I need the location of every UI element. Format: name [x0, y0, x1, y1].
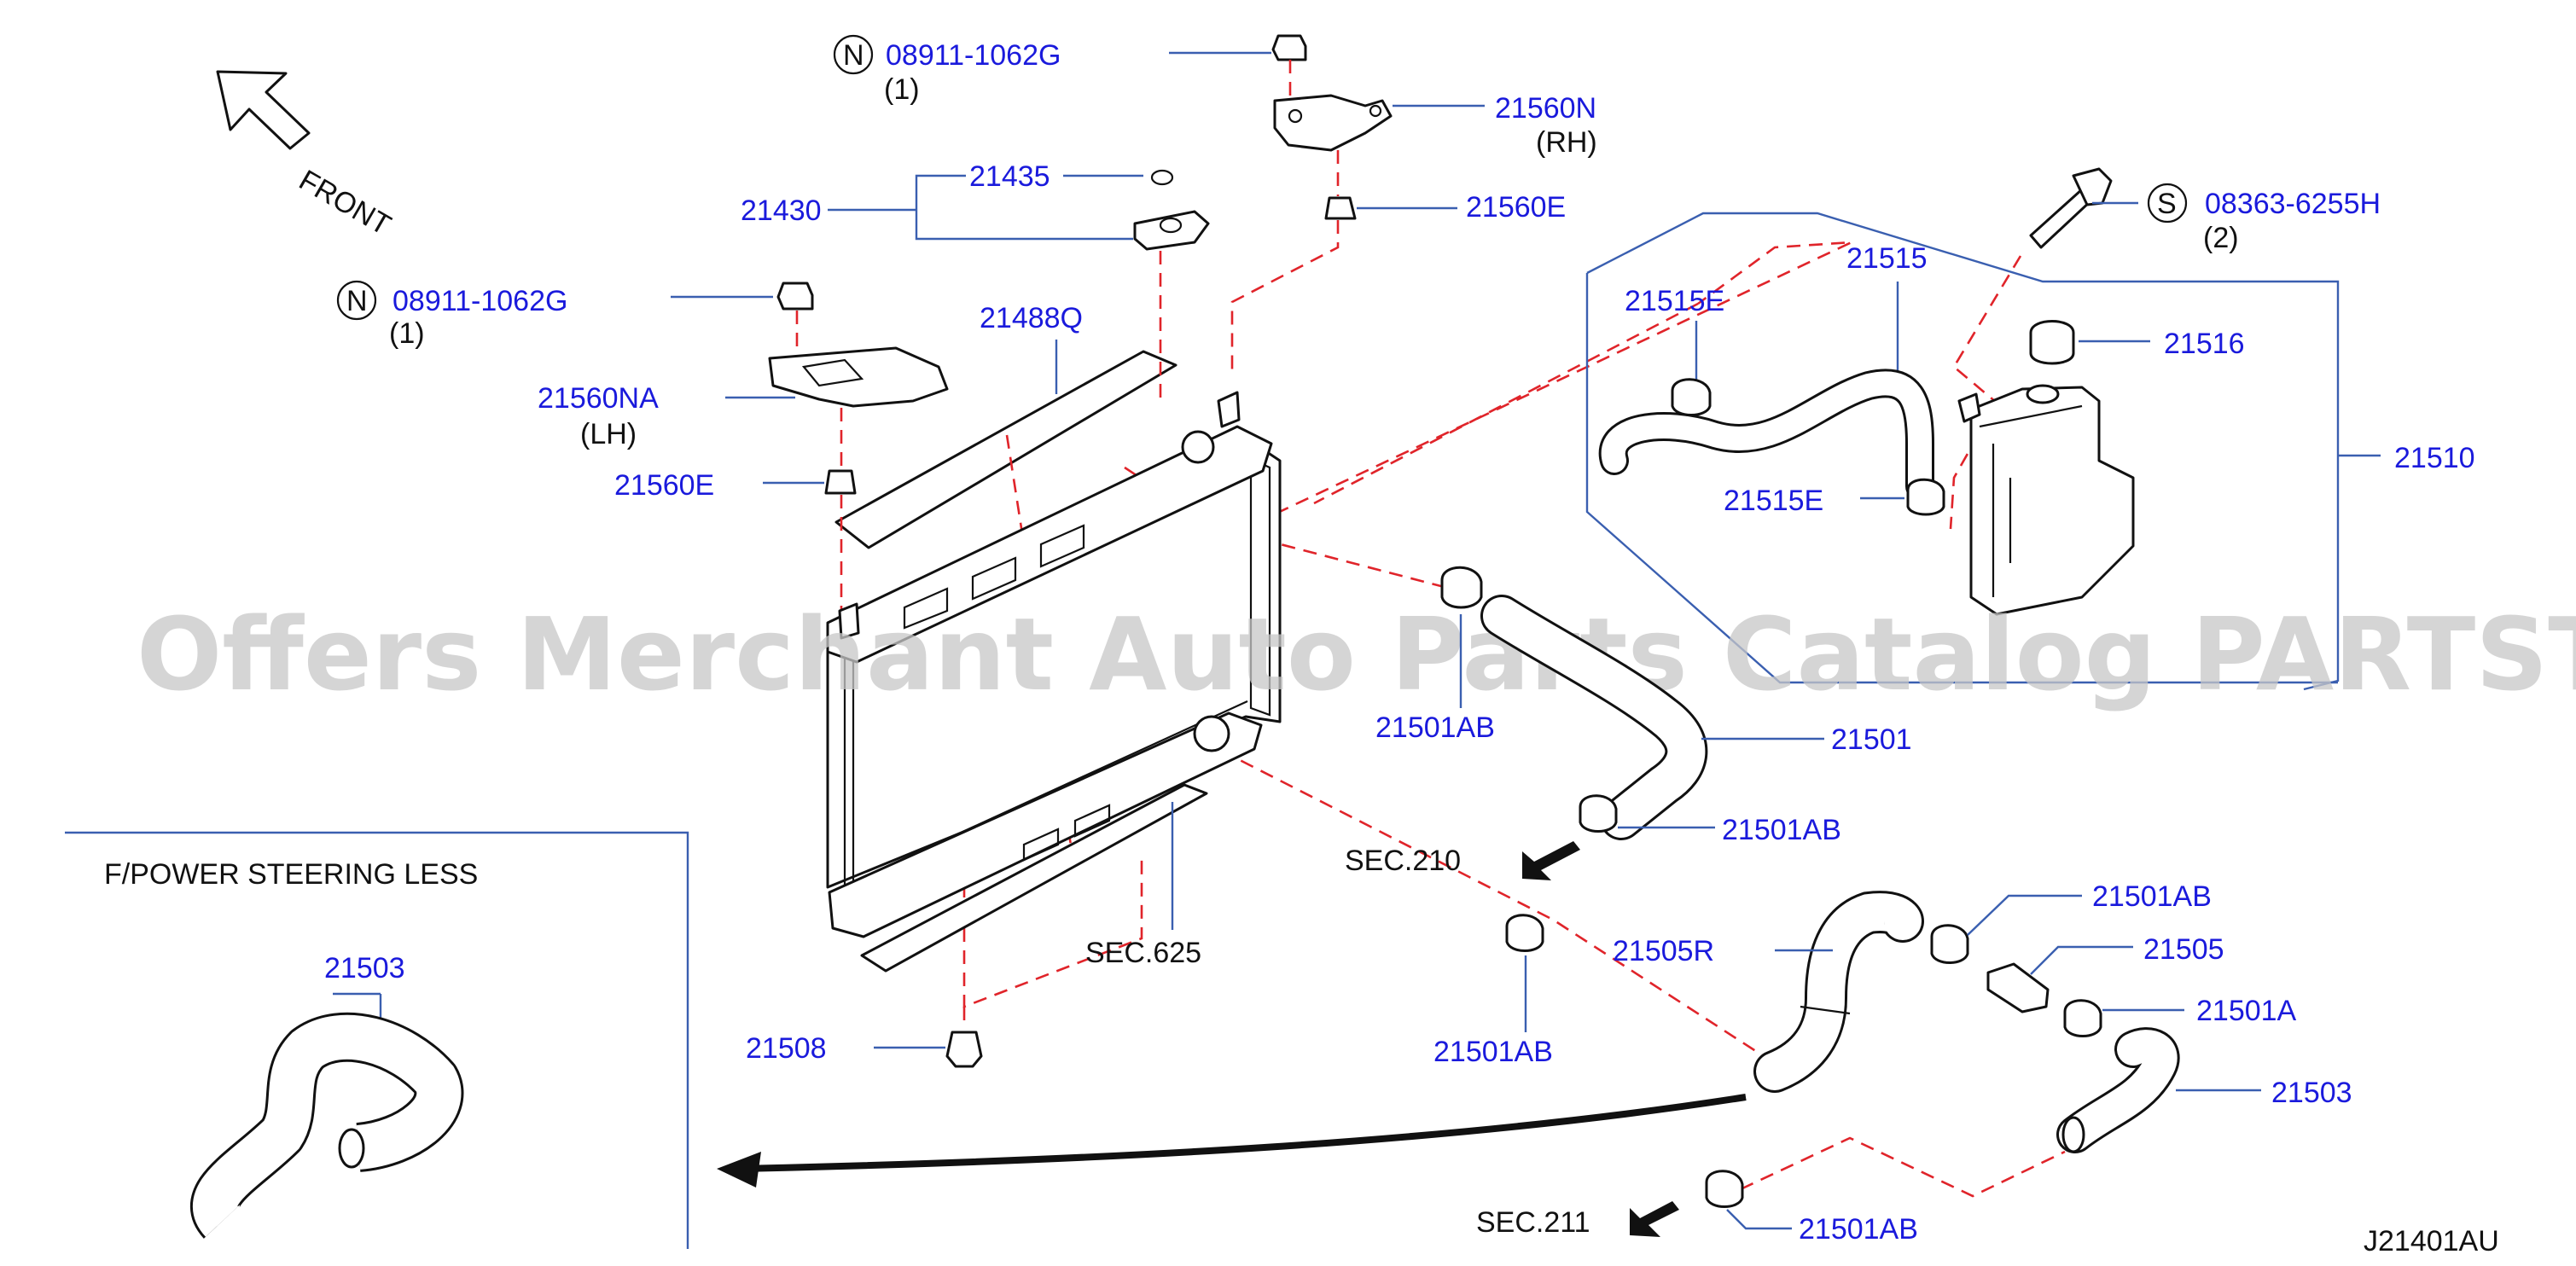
label-21515E-a: 21515E	[1625, 285, 1724, 317]
diagram-code: J21401AU	[2364, 1225, 2499, 1257]
clip-21501AB-3	[1505, 914, 1544, 952]
upper-hose-21501	[1480, 595, 1708, 840]
lower-hose-21505R	[1753, 891, 1924, 1093]
bracket-21560NA	[768, 346, 949, 408]
front-label: FRONT	[294, 164, 396, 241]
label-21508: 21508	[746, 1032, 827, 1065]
grommet-21560E-top	[1324, 196, 1357, 220]
bracket-21560N	[1273, 94, 1393, 152]
label-21560E-left: 21560E	[614, 469, 714, 502]
label-21516: 21516	[2164, 328, 2245, 360]
label-21501A: 21501A	[2196, 995, 2297, 1027]
clip-21515E-a	[1671, 378, 1712, 416]
label-21501AB-3: 21501AB	[1433, 1036, 1553, 1068]
inset-part-label: 21503	[324, 952, 405, 984]
svg-text:N: N	[346, 285, 368, 317]
label-21505R: 21505R	[1613, 935, 1714, 967]
hose-21503	[2056, 1027, 2180, 1153]
label-21560E-top: 21560E	[1466, 191, 1566, 224]
nut-left-callout: N 08911-1062G (1)	[336, 280, 773, 350]
tank-cap-21516	[2029, 320, 2075, 365]
clip-21515E-b	[1906, 478, 1945, 516]
reservoir-frame	[1585, 212, 2381, 691]
label-21503: 21503	[2271, 1077, 2352, 1109]
svg-text:N: N	[843, 39, 864, 72]
front-arrow-icon	[216, 70, 311, 150]
clip-21501AB-1	[1440, 566, 1483, 609]
label-21515: 21515	[1846, 242, 1928, 275]
label-sec210: SEC.210	[1345, 845, 1461, 877]
inset-frame	[65, 831, 689, 1249]
connector-21505	[1986, 962, 2050, 1013]
drain-plug-21508	[945, 1031, 983, 1068]
label-21488Q: 21488Q	[980, 302, 1083, 334]
svg-text:S: S	[2157, 188, 2177, 220]
svg-text:(1): (1)	[884, 73, 920, 106]
clip-21501A	[2063, 999, 2102, 1037]
svg-text:08911-1062G: 08911-1062G	[393, 285, 567, 317]
radiator-cap-21430	[1133, 210, 1210, 251]
radiator-core	[826, 391, 1282, 938]
svg-text:(1): (1)	[389, 317, 425, 350]
nut-icon	[1271, 34, 1307, 61]
reservoir-tank	[1957, 384, 2135, 616]
label-21560NA-side: (LH)	[580, 418, 637, 450]
nut-top-callout: N 08911-1062G (1)	[833, 34, 1271, 106]
svg-text:08363-6255H: 08363-6255H	[2205, 188, 2381, 220]
bolt-icon	[2029, 167, 2113, 249]
label-21501AB-1: 21501AB	[1375, 711, 1495, 744]
svg-text:08911-1062G: 08911-1062G	[886, 39, 1061, 72]
label-21430: 21430	[741, 195, 822, 227]
label-21501AB-5: 21501AB	[1799, 1213, 1918, 1246]
label-21501AB-4: 21501AB	[2092, 880, 2212, 913]
inset-hose-21503	[190, 1012, 464, 1239]
clip-21501AB-4	[1930, 924, 1969, 964]
label-21560N: 21560N	[1495, 92, 1596, 125]
sec210-arrow-icon	[1522, 841, 1580, 880]
overflow-hose-21515	[1598, 369, 1934, 501]
label-21515E-b: 21515E	[1724, 485, 1823, 517]
bolt-callout: S 08363-6255H (2)	[2147, 183, 2381, 254]
grommet-21560E-left	[824, 469, 857, 495]
svg-text:(2): (2)	[2203, 222, 2239, 254]
label-sec211: SEC.211	[1476, 1206, 1590, 1239]
label-21510: 21510	[2394, 442, 2475, 474]
label-21505: 21505	[2143, 933, 2224, 966]
seal-strip-lower	[860, 783, 1208, 973]
long-arrow-icon	[717, 1094, 1747, 1188]
clip-21501AB-2	[1579, 794, 1618, 833]
seal-strip-21488Q	[834, 350, 1178, 549]
cap-seal-21435	[1150, 169, 1174, 186]
label-sec625: SEC.625	[1085, 937, 1201, 969]
inset-title: F/POWER STEERING LESS	[104, 858, 478, 891]
clip-21501AB-5	[1705, 1170, 1744, 1208]
label-21501: 21501	[1831, 723, 1912, 756]
label-21560NA: 21560NA	[538, 382, 659, 415]
sec211-arrow-icon	[1630, 1201, 1679, 1237]
watermark: Offers Merchant Auto Parts Catalog PARTS…	[137, 595, 2576, 713]
nut-icon-left	[776, 282, 814, 311]
label-21501AB-2: 21501AB	[1722, 814, 1841, 846]
label-21560N-side: (RH)	[1536, 126, 1597, 159]
label-21435: 21435	[969, 160, 1050, 193]
